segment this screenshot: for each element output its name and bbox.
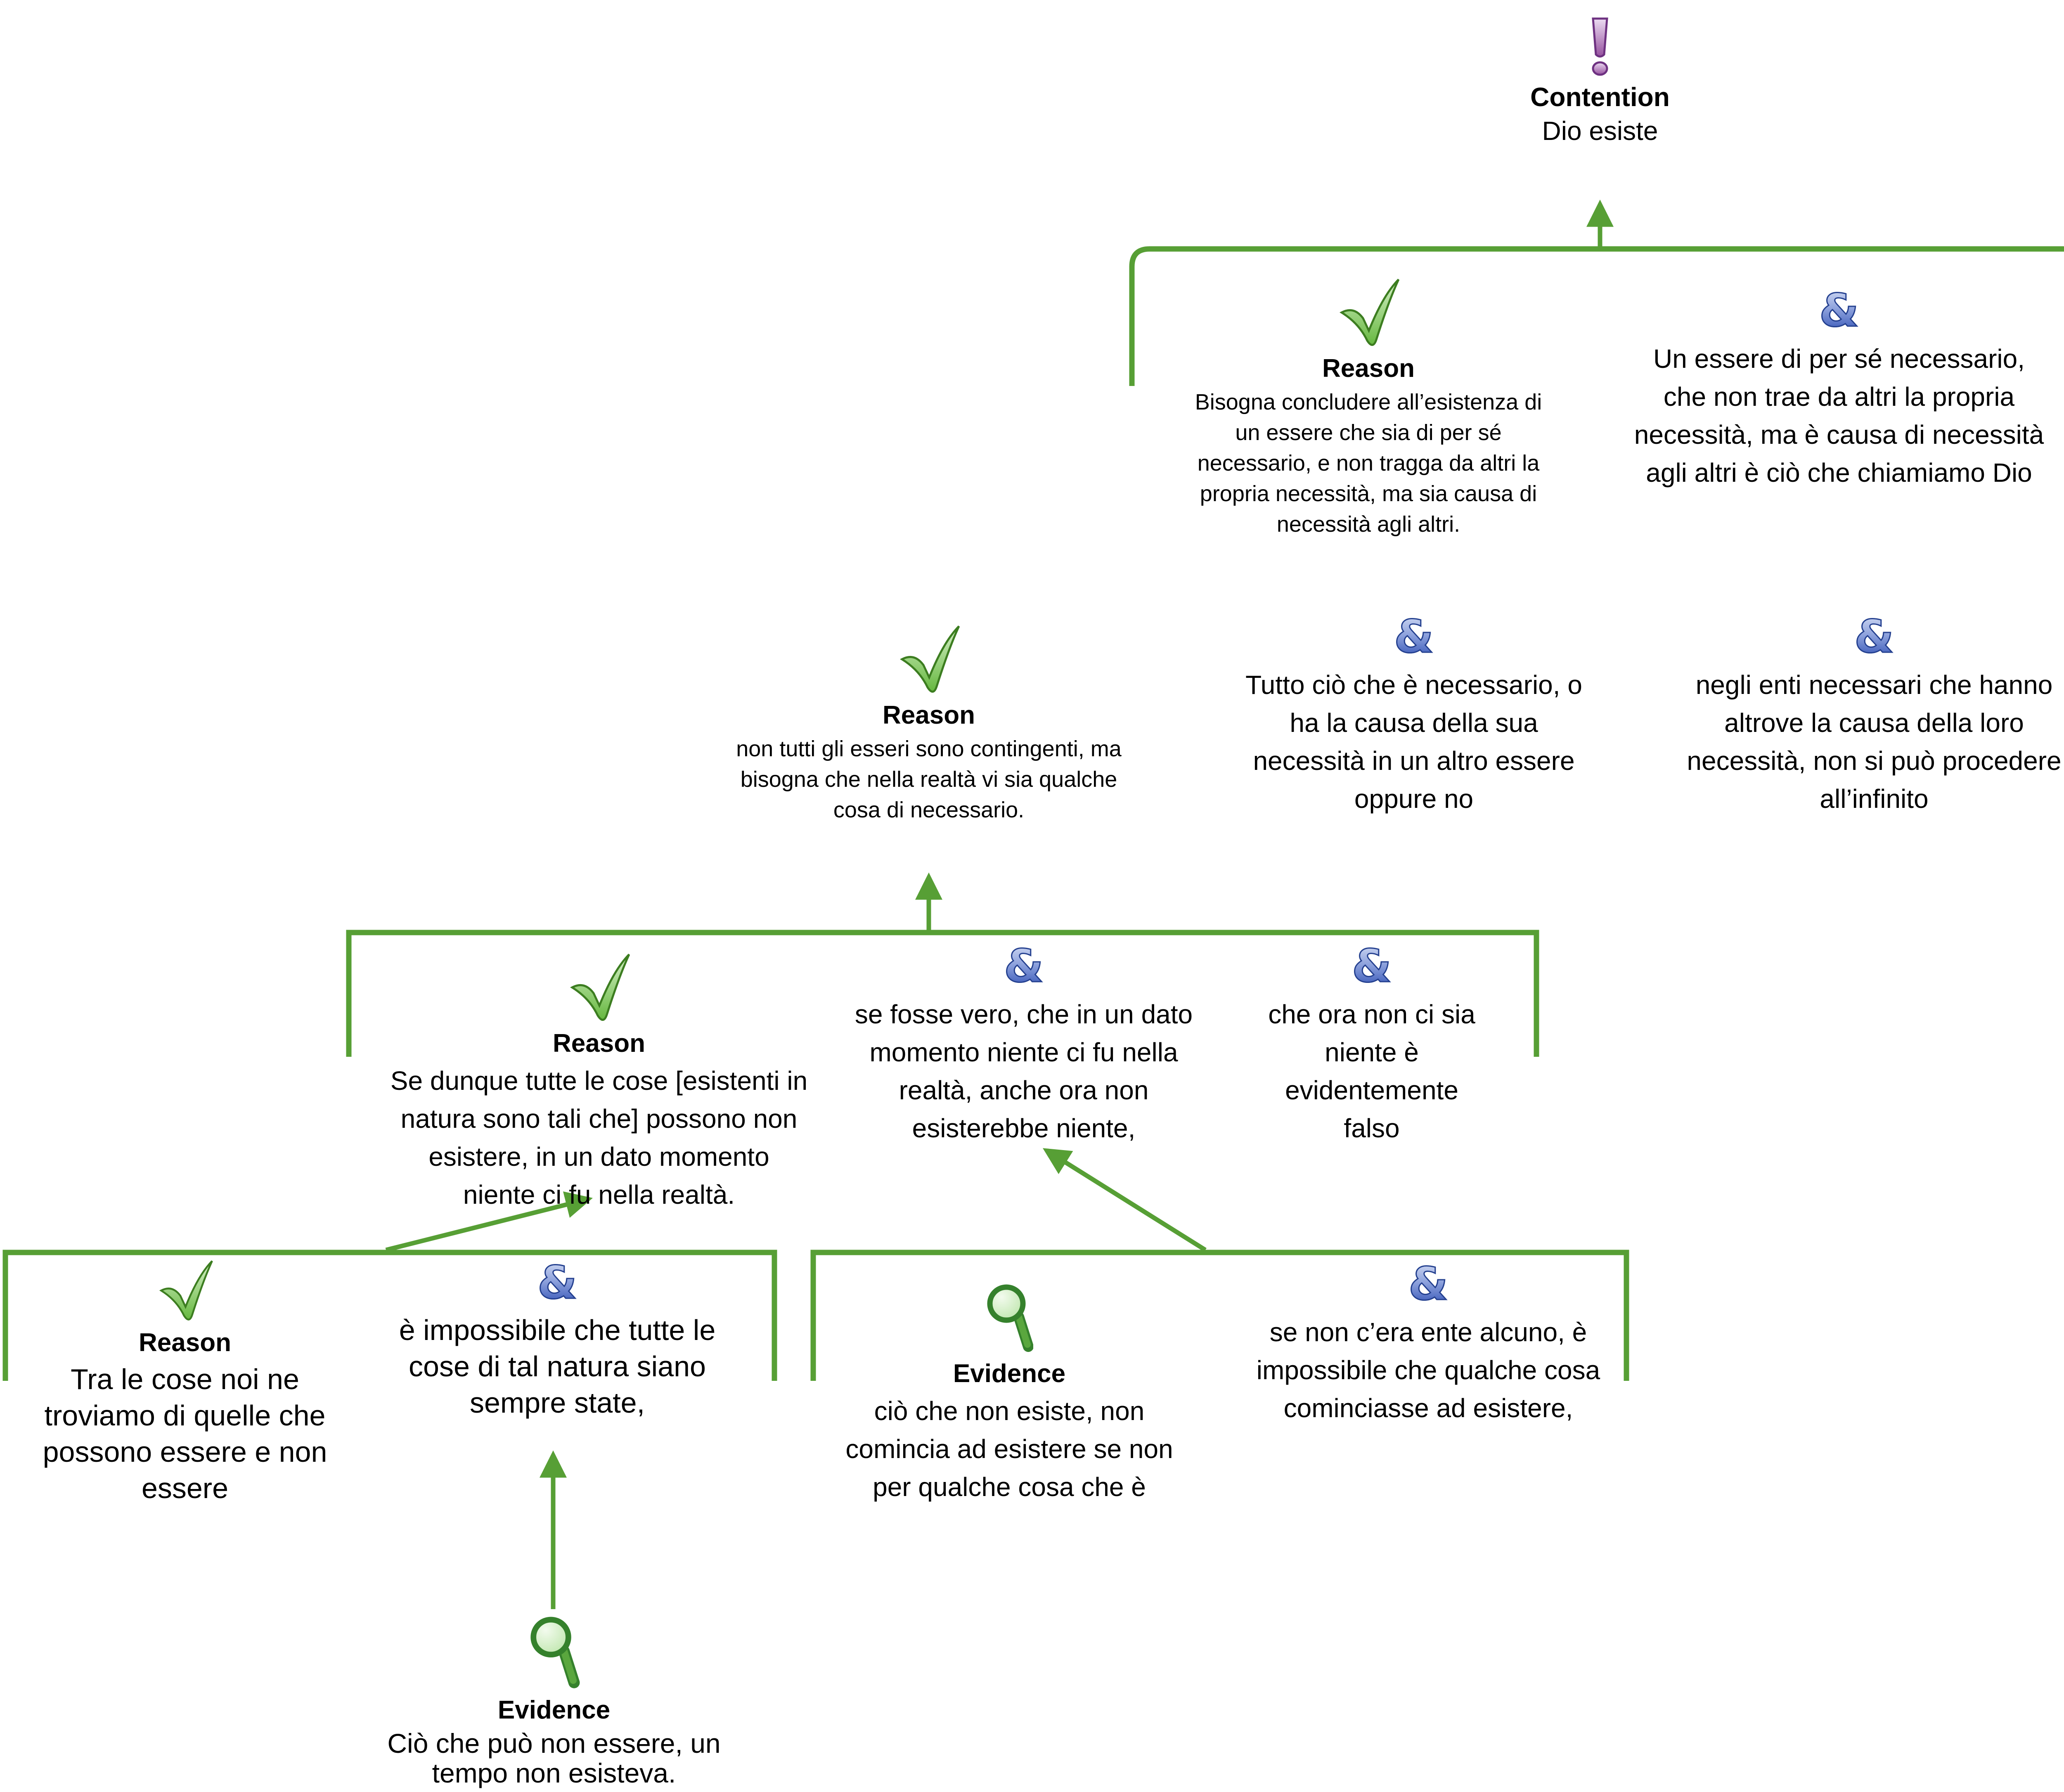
node-line: tempo non esisteva. <box>432 1758 676 1788</box>
node-type-label: Evidence <box>497 1696 611 1724</box>
node-line: è impossibile che tutte le <box>399 1314 716 1346</box>
node-line: Un essere di per sé necessario, <box>1653 344 2025 374</box>
node-line: Bisogna concludere all’esistenza di <box>1195 390 1542 414</box>
node-line: altrove la causa della loro <box>1724 708 2024 738</box>
node-line: Se dunque tutte le cose [esistenti in <box>390 1066 808 1096</box>
node-line: propria necessità, ma sia causa di <box>1200 481 1537 506</box>
node-line: Tra le cose noi ne <box>71 1363 299 1395</box>
node-line: comincia ad esistere se non <box>845 1434 1173 1464</box>
node-line: un essere che sia di per sé <box>1235 420 1502 445</box>
node-line: natura sono tali che] possono non <box>400 1104 798 1134</box>
copremise-node-4[interactable]: & è impossibile che tutte le cose di tal… <box>376 1256 739 1421</box>
node-line: bisogna che nella realtà vi sia qualche <box>740 767 1117 792</box>
evidence-node-1[interactable]: Evidence ciò che non esiste, non cominci… <box>828 1284 1191 1506</box>
node-line: cosa di necessario. <box>833 798 1025 822</box>
node-line: ha la causa della sua <box>1290 708 1538 738</box>
node-line: che non trae da altri la propria <box>1663 382 2015 412</box>
node-line: troviamo di quelle che <box>44 1399 326 1432</box>
copremise-node-mid-1[interactable]: & Tutto ciò che è necessario, o ha la ca… <box>1236 610 1591 818</box>
node-line: cominciasse ad esistere, <box>1283 1393 1573 1423</box>
node-type-label: Evidence <box>953 1359 1066 1388</box>
bracket-bottom-center <box>810 1250 1629 1381</box>
node-line: esistere, in un dato momento <box>428 1142 769 1172</box>
node-type-label: Reason <box>883 701 975 729</box>
node-line: negli enti necessari che hanno <box>1695 670 2053 700</box>
ampersand-icon: & <box>1352 940 1392 992</box>
copremise-node-3a[interactable]: & se fosse vero, che in un dato momento … <box>830 940 1218 1147</box>
node-type-label: Reason <box>1322 354 1415 383</box>
copremise-node-mid-2[interactable]: & negli enti necessari che hanno altrove… <box>1668 610 2064 818</box>
reason-node-4[interactable]: Reason Tra le cose noi ne troviamo di qu… <box>16 1253 354 1506</box>
arrow-to-copremise3 <box>1043 1148 1207 1252</box>
node-line: evidentemente <box>1285 1075 1458 1105</box>
ampersand-icon: & <box>1408 1257 1449 1310</box>
copremise-node-3b[interactable]: & che ora non ci sia niente è evidenteme… <box>1248 940 1496 1147</box>
node-line: Ciò che può non essere, un <box>387 1728 721 1759</box>
node-line: impossibile che qualche cosa <box>1256 1355 1600 1385</box>
node-line: momento niente ci fu nella <box>869 1037 1178 1067</box>
evidence-node-2[interactable]: Evidence Ciò che può non essere, un temp… <box>368 1616 740 1788</box>
copremise-node-top[interactable]: & Un essere di per sé necessario, che no… <box>1612 284 2064 492</box>
node-line: sempre state, <box>469 1387 645 1419</box>
node-line: esisterebbe niente, <box>912 1113 1136 1143</box>
reason-node-top[interactable]: Reason Bisogna concludere all’esistenza … <box>1162 270 1575 540</box>
node-line: se fosse vero, che in un dato <box>854 999 1193 1029</box>
check-icon <box>159 1260 213 1321</box>
bracket-bottom-left <box>2 1250 777 1381</box>
ampersand-icon: & <box>1854 610 1895 663</box>
bracket-mid <box>346 930 1539 1057</box>
contention-node[interactable]: Contention Dio esiste <box>1456 17 1744 147</box>
node-type-label: Reason <box>553 1029 645 1058</box>
node-line: cose di tal natura siano <box>409 1350 706 1382</box>
node-line: essere <box>141 1472 229 1504</box>
bracket-top <box>1129 246 2064 386</box>
magnifier-icon <box>987 1284 1033 1352</box>
check-icon <box>1339 279 1399 346</box>
node-line: niente ci fu nella realtà. <box>463 1180 735 1210</box>
node-line: oppure no <box>1354 784 1474 814</box>
node-line: necessario, e non tragga da altri la <box>1197 451 1540 476</box>
node-line: che ora non ci sia <box>1268 999 1475 1029</box>
node-line: realtà, anche ora non <box>899 1075 1149 1105</box>
check-icon <box>899 625 960 693</box>
ampersand-icon: & <box>1394 610 1434 663</box>
ampersand-icon: & <box>1819 284 1860 337</box>
reason-node-3[interactable]: Reason Se dunque tutte le cose [esistent… <box>351 945 847 1214</box>
arrow-to-reason3 <box>385 1191 593 1252</box>
node-type-label: Reason <box>139 1328 231 1357</box>
node-line: necessità, non si può procedere <box>1687 746 2062 776</box>
node-line: agli altri è ciò che chiamiamo Dio <box>1646 458 2032 488</box>
node-line: necessità agli altri. <box>1276 512 1460 537</box>
node-line: necessità in un altro essere <box>1253 746 1575 776</box>
check-icon <box>570 954 630 1021</box>
magnifier-icon <box>530 1617 580 1688</box>
node-line: Tutto ciò che è necessario, o <box>1245 670 1582 700</box>
node-line: ciò che non esiste, non <box>874 1396 1145 1426</box>
ampersand-icon: & <box>537 1256 578 1309</box>
node-line: per qualche cosa che è <box>873 1472 1146 1502</box>
node-line: falso <box>1344 1113 1400 1143</box>
node-line: niente è <box>1325 1037 1419 1067</box>
exclamation-icon <box>1592 17 1608 76</box>
node-line: se non c’era ente alcuno, è <box>1269 1317 1587 1347</box>
node-line: all’infinito <box>1820 784 1929 814</box>
node-line: necessità, ma è causa di necessità <box>1634 420 2044 450</box>
copremise-node-5[interactable]: & se non c’era ente alcuno, è impossibil… <box>1243 1257 1614 1427</box>
node-line: possono essere e non <box>43 1436 327 1468</box>
reason-node-mid[interactable]: Reason non tutti gli esseri sono conting… <box>698 617 1160 825</box>
ampersand-icon: & <box>1004 940 1044 992</box>
contention-text: Dio esiste <box>1542 116 1658 146</box>
node-type-label: Contention <box>1530 82 1670 112</box>
node-line: non tutti gli esseri sono contingenti, m… <box>736 736 1122 761</box>
